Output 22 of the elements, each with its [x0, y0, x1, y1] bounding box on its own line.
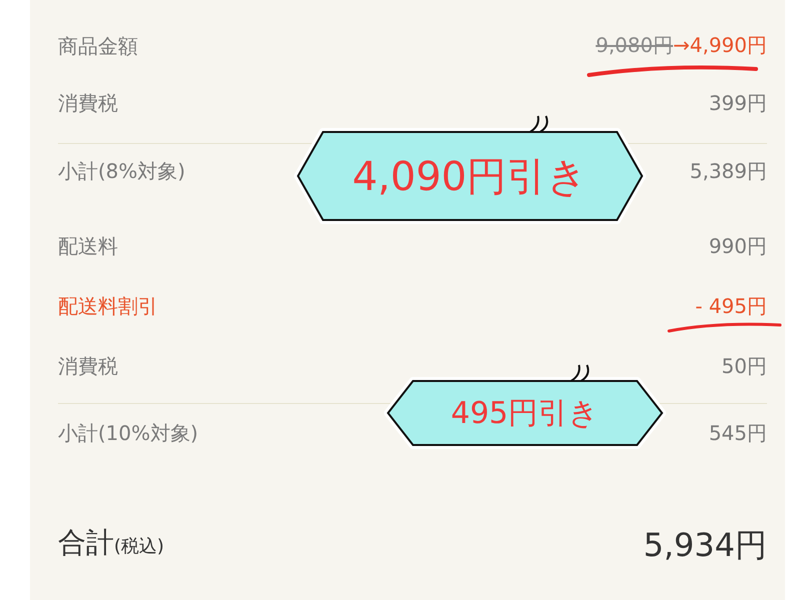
row-label: 消費税	[58, 353, 118, 379]
total-amount: 5,934円	[643, 526, 767, 564]
total-label: 合計	[58, 526, 114, 560]
row-label: 配送料	[58, 233, 118, 259]
amount-value: 50円	[722, 353, 767, 379]
amount-value: 545円	[708, 420, 767, 446]
row-label: 商品金額	[58, 33, 138, 59]
tax-note: (税込)	[114, 535, 164, 559]
original-price: 9,080円	[596, 33, 673, 57]
discount-note: 4,090円引き	[352, 152, 588, 202]
row-label: 小計(10%対象)	[58, 420, 198, 446]
callout-tag	[295, 114, 645, 226]
row-label: 配送料割引	[58, 293, 158, 319]
amount-value: 5,389円	[690, 158, 767, 184]
amount-value: 990円	[708, 233, 767, 259]
row-label: 消費税	[58, 90, 118, 116]
amount-value: - 495円	[695, 293, 767, 319]
callout-tag	[385, 363, 665, 451]
amount-value: 399円	[708, 90, 767, 116]
discount-note: 495円引き	[450, 394, 600, 432]
row-label: 小計(8%対象)	[58, 158, 186, 184]
discounted-price: →4,990円	[672, 33, 767, 57]
